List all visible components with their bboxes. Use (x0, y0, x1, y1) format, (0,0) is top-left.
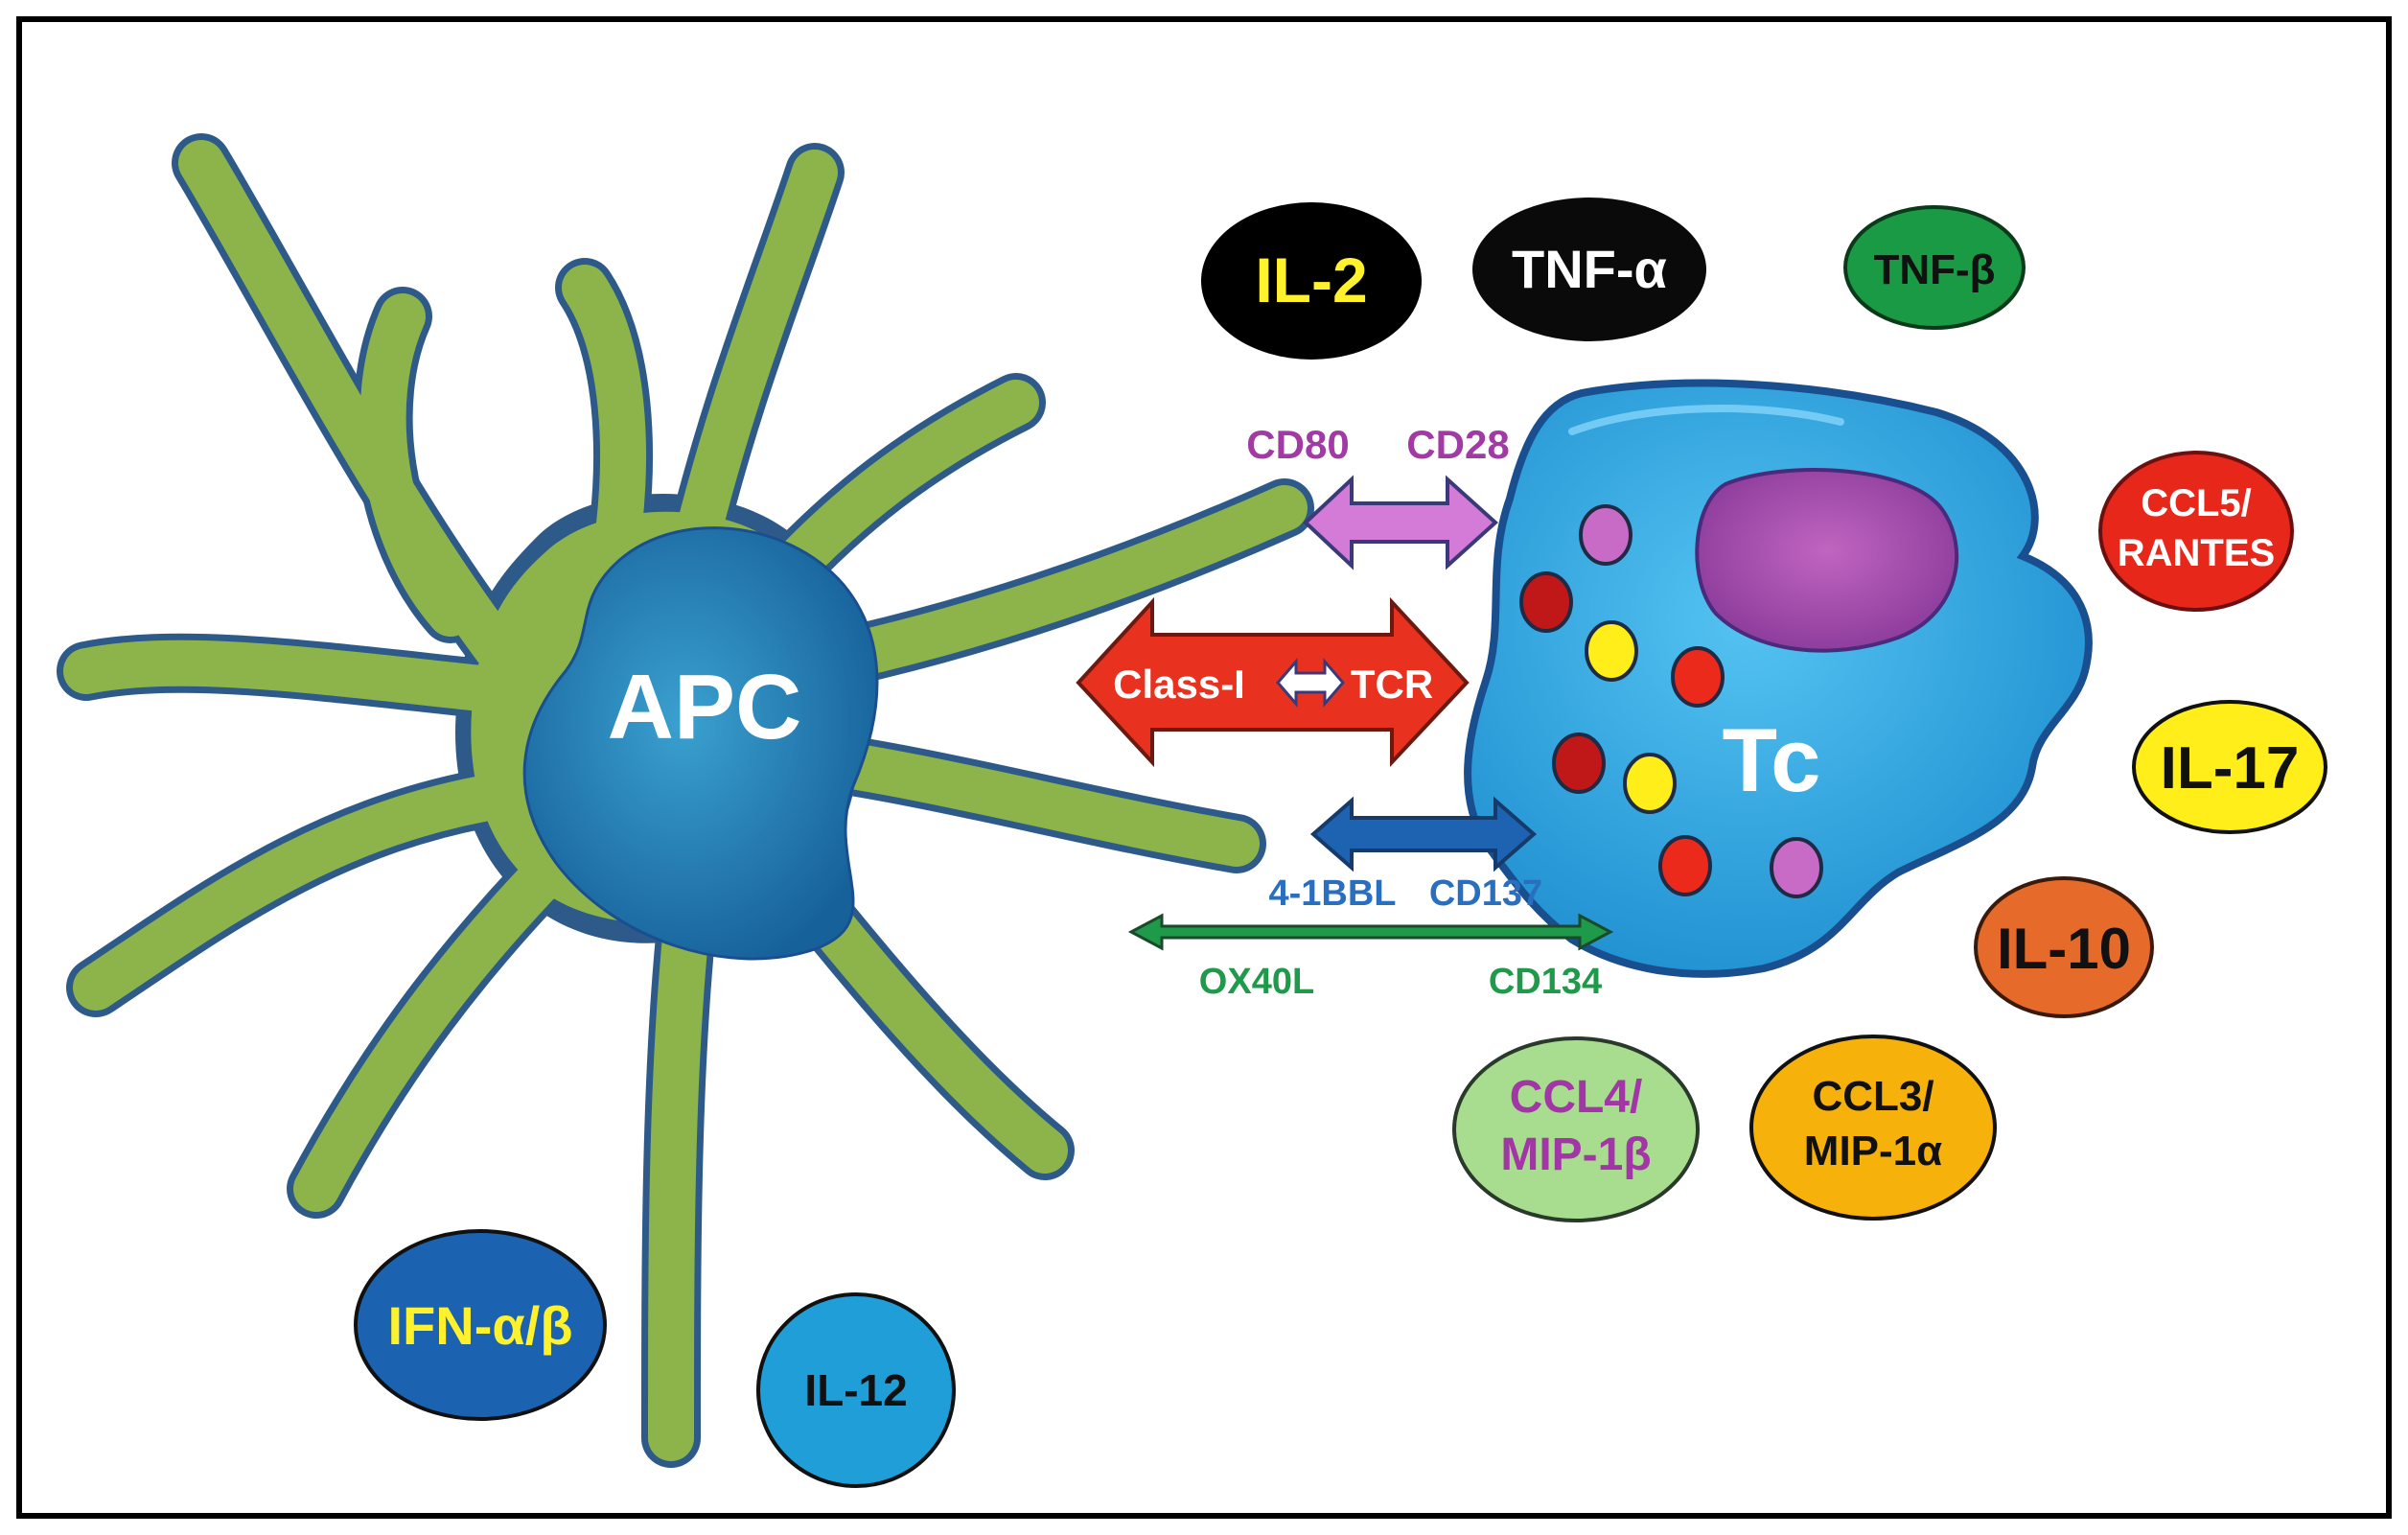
double-arrow-41bbl-cd137 (1309, 796, 1538, 872)
double-arrow-cd80-cd28 (1303, 475, 1498, 570)
cytokine-ccl5-line2: RANTES (2118, 532, 2275, 574)
cytokine-il10-bubble (1974, 876, 2154, 1018)
cytokine-tnf-beta: TNF-β (1843, 205, 2026, 330)
cytokine-il17-bubble (2132, 700, 2327, 834)
granule-yellow (1623, 753, 1677, 814)
label-cd28: CD28 (1406, 422, 1509, 467)
granule-red (1658, 835, 1712, 896)
cytokine-il17: IL-17 (2132, 700, 2327, 834)
interaction-class1-tcr: Class-I TCR (1076, 596, 1470, 768)
cytokine-il12: IL-12 (756, 1292, 956, 1488)
cytokine-il12-bubble (756, 1292, 956, 1488)
cytokine-ifn-alpha-beta: IFN-α/β (354, 1229, 607, 1421)
double-arrow-ox40l-cd134 (1127, 913, 1614, 951)
label-class-i: Class-I (1113, 662, 1245, 707)
cytokine-ccl4-line2: MIP-1β (1500, 1129, 1651, 1180)
cytokine-ifn-bubble (354, 1229, 607, 1421)
cytokine-il17-label: IL-17 (2161, 735, 2300, 802)
cytokine-ccl3-line1: CCL3/ (1812, 1073, 1933, 1120)
interaction-cd80-cd28: CD80 CD28 (1246, 422, 1510, 570)
label-cd134: CD134 (1489, 962, 1602, 1002)
cytokine-ccl5-line1: CCL5/ (2141, 482, 2252, 524)
cytokine-tnf-alpha-bubble (1472, 198, 1706, 341)
label-ox40l: OX40L (1199, 962, 1314, 1002)
cytokine-tnf-alpha: TNF-α (1472, 198, 1706, 341)
cytokine-ccl5-rantes: CCL5/ RANTES (2098, 451, 2294, 612)
granule-purple (1770, 837, 1823, 898)
label-cd80: CD80 (1246, 422, 1349, 467)
cytokine-ccl4-mip1b: CCL4/ MIP-1β (1452, 1036, 1700, 1222)
tc-nucleus (1695, 468, 1959, 653)
granule-red (1671, 646, 1725, 708)
apc-cell: APC (57, 133, 1314, 1468)
double-arrow-class1-tcr (1076, 596, 1470, 768)
cytokine-il12-label: IL-12 (804, 1365, 907, 1415)
apc-nucleus (522, 526, 879, 961)
label-cd137: CD137 (1429, 873, 1542, 914)
cytokine-ccl3-bubble (1749, 1035, 1997, 1221)
granule-yellow (1585, 620, 1638, 682)
cytokine-ccl4-line1: CCL4/ (1510, 1072, 1643, 1123)
interaction-41bbl-cd137: 4-1BBL CD137 (1268, 796, 1542, 914)
apc-body (63, 140, 1308, 1461)
cytokine-tnf-beta-bubble (1843, 205, 2026, 330)
granule-purple (1579, 504, 1632, 566)
cytokine-il10: IL-10 (1974, 876, 2154, 1018)
cytokine-tnf-beta-label: TNF-β (1873, 246, 1995, 293)
cytokine-il2-bubble (1201, 202, 1422, 360)
interaction-ox40l-cd134: OX40L CD134 (1127, 913, 1614, 1002)
tc-highlight (1568, 405, 1844, 435)
tc-granules (1519, 504, 1823, 898)
cytokine-ifn-label: IFN-α/β (387, 1295, 572, 1356)
cytokine-il2-label: IL-2 (1255, 244, 1367, 315)
label-tcr: TCR (1351, 662, 1433, 707)
cytokine-ccl5-bubble (2098, 451, 2294, 612)
cytokine-ccl4-bubble (1452, 1036, 1700, 1222)
cytokine-ccl3-line2: MIP-1α (1804, 1128, 1942, 1175)
tc-cell: Tc (1464, 379, 2093, 978)
cytokine-ccl3-mip1a: CCL3/ MIP-1α (1749, 1035, 1997, 1221)
mini-double-arrow (1276, 657, 1345, 709)
tc-label: Tc (1723, 709, 1821, 810)
cytokine-il2: IL-2 (1201, 202, 1422, 360)
label-4-1bbl: 4-1BBL (1268, 873, 1396, 914)
cytokine-il10-label: IL-10 (1997, 917, 2131, 981)
apc-label: APC (608, 656, 802, 758)
granule-dark-red (1519, 571, 1573, 633)
cytokine-tnf-alpha-label: TNF-α (1512, 239, 1667, 299)
granule-dark-red (1552, 733, 1606, 794)
